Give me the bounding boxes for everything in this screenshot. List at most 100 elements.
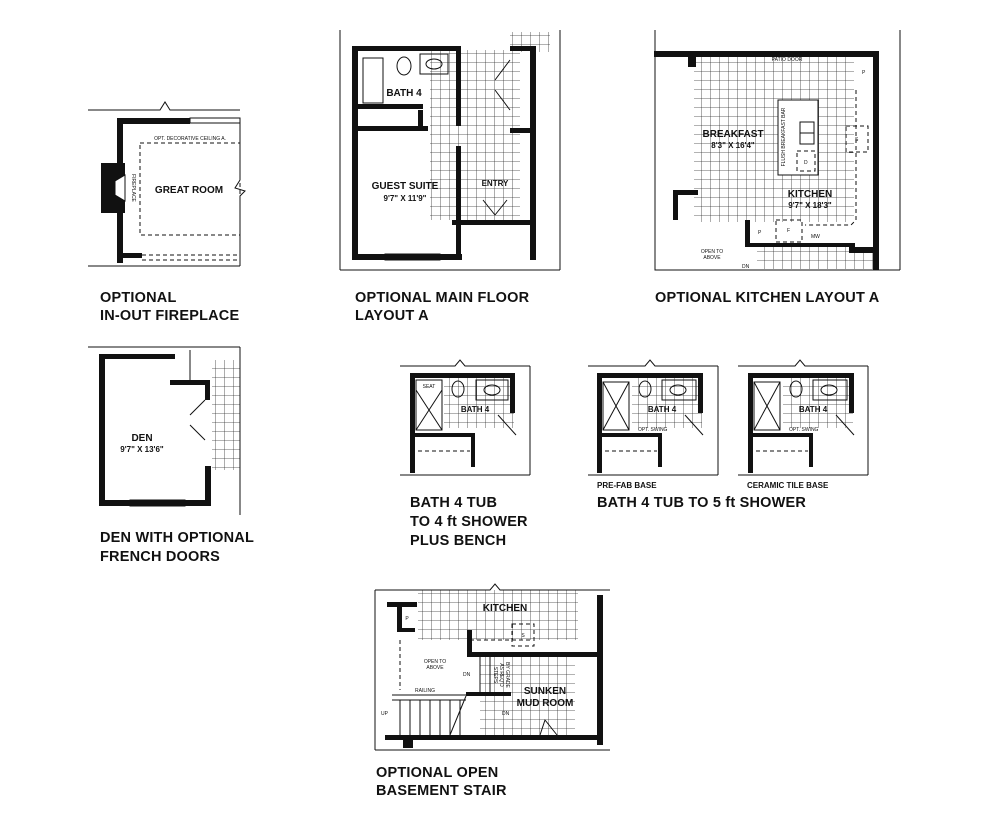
plan-line bbox=[482, 59, 511, 216]
plan-line bbox=[415, 379, 443, 431]
tile-floor bbox=[212, 360, 240, 470]
wall bbox=[352, 46, 358, 260]
plan-line bbox=[684, 414, 704, 436]
wall bbox=[397, 628, 415, 632]
up-label: UP bbox=[381, 711, 389, 717]
wall bbox=[673, 190, 678, 220]
wall bbox=[745, 243, 855, 247]
wall bbox=[753, 433, 813, 437]
plan-line bbox=[362, 57, 384, 104]
wall bbox=[466, 692, 511, 696]
plan-line bbox=[777, 99, 819, 176]
opt-swing-label: OPT. SWING bbox=[638, 427, 668, 433]
steps-line-2: AS REQ'D bbox=[498, 663, 504, 687]
wall bbox=[415, 433, 475, 437]
bath-label: BATH 4 bbox=[461, 405, 490, 414]
wall bbox=[452, 220, 532, 225]
railing-label: RAILING bbox=[415, 688, 435, 694]
wall bbox=[654, 51, 879, 57]
caption-line-2: FRENCH DOORS bbox=[100, 549, 220, 565]
wall bbox=[602, 373, 702, 378]
wall bbox=[117, 118, 190, 124]
caption-line-2: BASEMENT STAIR bbox=[376, 783, 507, 799]
plan-line bbox=[475, 379, 509, 401]
pantry-label: P bbox=[862, 70, 866, 76]
room-dimensions: 9'7" X 11'9" bbox=[384, 194, 427, 203]
dn-label: DN bbox=[463, 672, 471, 678]
tile-floor bbox=[430, 50, 520, 220]
caption: OPTIONAL KITCHEN LAYOUT A bbox=[655, 290, 880, 306]
bath-label: BATH 4 bbox=[648, 405, 677, 414]
plan-line bbox=[588, 359, 719, 476]
entry-label: ENTRY bbox=[482, 179, 509, 188]
plan-line bbox=[539, 718, 558, 736]
bath-5ft-caption: BATH 4 TUB TO 5 ft SHOWER bbox=[597, 495, 806, 511]
caption-line-2: LAYOUT A bbox=[355, 308, 429, 324]
breakfast-dimensions: 8'3" X 16'4" bbox=[711, 141, 755, 150]
dashed-outline bbox=[805, 90, 857, 226]
dn-label-2: DN bbox=[502, 711, 510, 717]
wall bbox=[99, 354, 105, 506]
plan-line bbox=[384, 253, 441, 261]
plan-bath-4-shower-bench: SEAT BATH 4 BATH 4 TUB TO 4 ft SHOWER PL… bbox=[400, 359, 531, 549]
mud-room-line-1: SUNKEN bbox=[524, 686, 566, 697]
plan-line bbox=[374, 583, 610, 751]
tile-floor bbox=[757, 247, 877, 269]
wall bbox=[397, 602, 402, 632]
variant-label: CERAMIC TILE BASE bbox=[747, 481, 829, 490]
wall bbox=[99, 354, 175, 359]
caption-line-1: OPTIONAL OPEN bbox=[376, 765, 498, 781]
wall bbox=[205, 385, 210, 400]
plan-line bbox=[638, 380, 652, 398]
plan-line bbox=[714, 51, 730, 57]
steps-line-3: BY GRADE bbox=[504, 662, 510, 688]
wall bbox=[809, 437, 813, 467]
plan-line bbox=[189, 350, 206, 441]
wall bbox=[99, 500, 211, 506]
plan-main-floor-layout-a: BATH 4 GUEST SUITE 9'7" X 11'9" ENTRY OP… bbox=[339, 30, 561, 324]
window bbox=[189, 117, 241, 124]
fireplace-opening bbox=[114, 174, 126, 202]
wall bbox=[510, 46, 536, 51]
wall bbox=[410, 373, 415, 473]
plan-bath-4-ceramic-tile-base: BATH 4 OPT. SWING CERAMIC TILE BASE bbox=[738, 359, 869, 490]
dishwasher-label: D bbox=[804, 160, 808, 166]
room-label: GUEST SUITE bbox=[372, 181, 439, 192]
caption-line-1: DEN WITH OPTIONAL bbox=[100, 530, 254, 546]
wall bbox=[117, 253, 142, 258]
plan-line bbox=[339, 30, 561, 271]
bath-label: BATH 4 bbox=[386, 88, 422, 99]
plan-line bbox=[789, 380, 803, 398]
plan-line bbox=[400, 359, 531, 476]
wall bbox=[873, 51, 879, 270]
tile-floor bbox=[632, 378, 702, 428]
wall bbox=[170, 380, 210, 385]
wall bbox=[418, 110, 423, 126]
tile-floor bbox=[694, 57, 854, 222]
caption-line-1: OPTIONAL bbox=[100, 290, 177, 306]
break-line bbox=[88, 101, 240, 111]
plan-line bbox=[749, 51, 809, 57]
pantry-label: P bbox=[405, 616, 409, 622]
seat-label: SEAT bbox=[423, 384, 436, 390]
open-to-above-line-2: ABOVE bbox=[703, 255, 721, 261]
plan-line bbox=[425, 58, 443, 70]
plan-line bbox=[88, 346, 241, 515]
plan-line bbox=[483, 384, 501, 396]
opt-swing-label: OPT. SWING bbox=[789, 427, 819, 433]
tile-floor bbox=[480, 657, 575, 737]
wall bbox=[753, 373, 853, 378]
caption-line-1: OPTIONAL MAIN FLOOR bbox=[355, 290, 530, 306]
wall bbox=[673, 190, 698, 195]
wall bbox=[688, 57, 696, 67]
wall bbox=[597, 373, 602, 473]
plan-line bbox=[753, 381, 781, 431]
wall bbox=[358, 104, 423, 109]
wall bbox=[510, 128, 530, 133]
dashed-outline bbox=[511, 623, 535, 647]
wall bbox=[849, 373, 854, 413]
wall bbox=[358, 46, 458, 51]
mud-room-line-2: MUD ROOM bbox=[517, 698, 574, 709]
plan-line bbox=[497, 414, 517, 436]
plan-line bbox=[392, 699, 466, 735]
